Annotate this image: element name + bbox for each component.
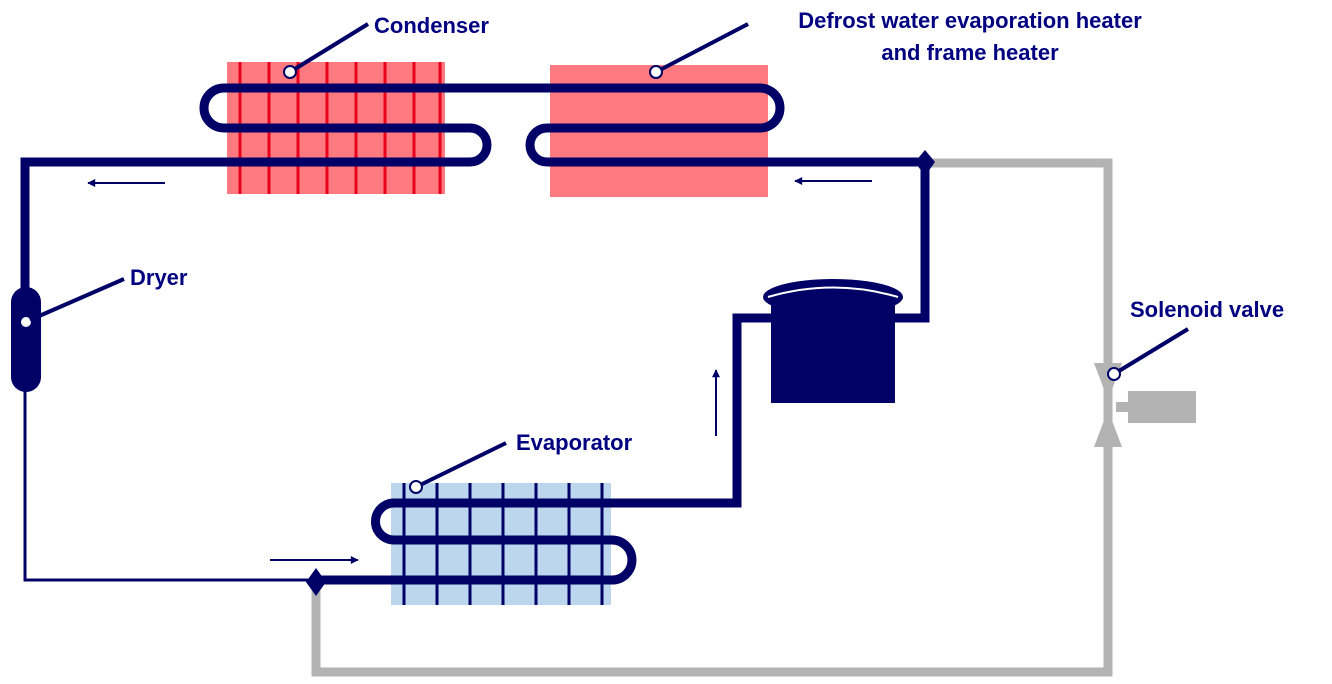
label-solenoid-valve: Solenoid valve	[1130, 297, 1284, 322]
label-condenser: Condenser	[374, 13, 489, 38]
label-evaporator: Evaporator	[516, 430, 633, 455]
compressor-tank-icon	[763, 279, 903, 403]
solenoid-valve-icon	[1094, 363, 1196, 447]
flow-arrows	[87, 177, 872, 564]
junction-top	[915, 150, 935, 176]
label-defrost-heater-line2: and frame heater	[881, 40, 1059, 65]
refrigerant-pipe	[20, 83, 930, 585]
bypass-line	[311, 158, 1113, 677]
dryer-capsule-icon	[11, 287, 41, 392]
junction-bottom	[306, 568, 326, 596]
label-dryer: Dryer	[130, 265, 188, 290]
label-leaders	[29, 22, 1190, 494]
label-defrost-heater-line1: Defrost water evaporation heater	[798, 8, 1142, 33]
